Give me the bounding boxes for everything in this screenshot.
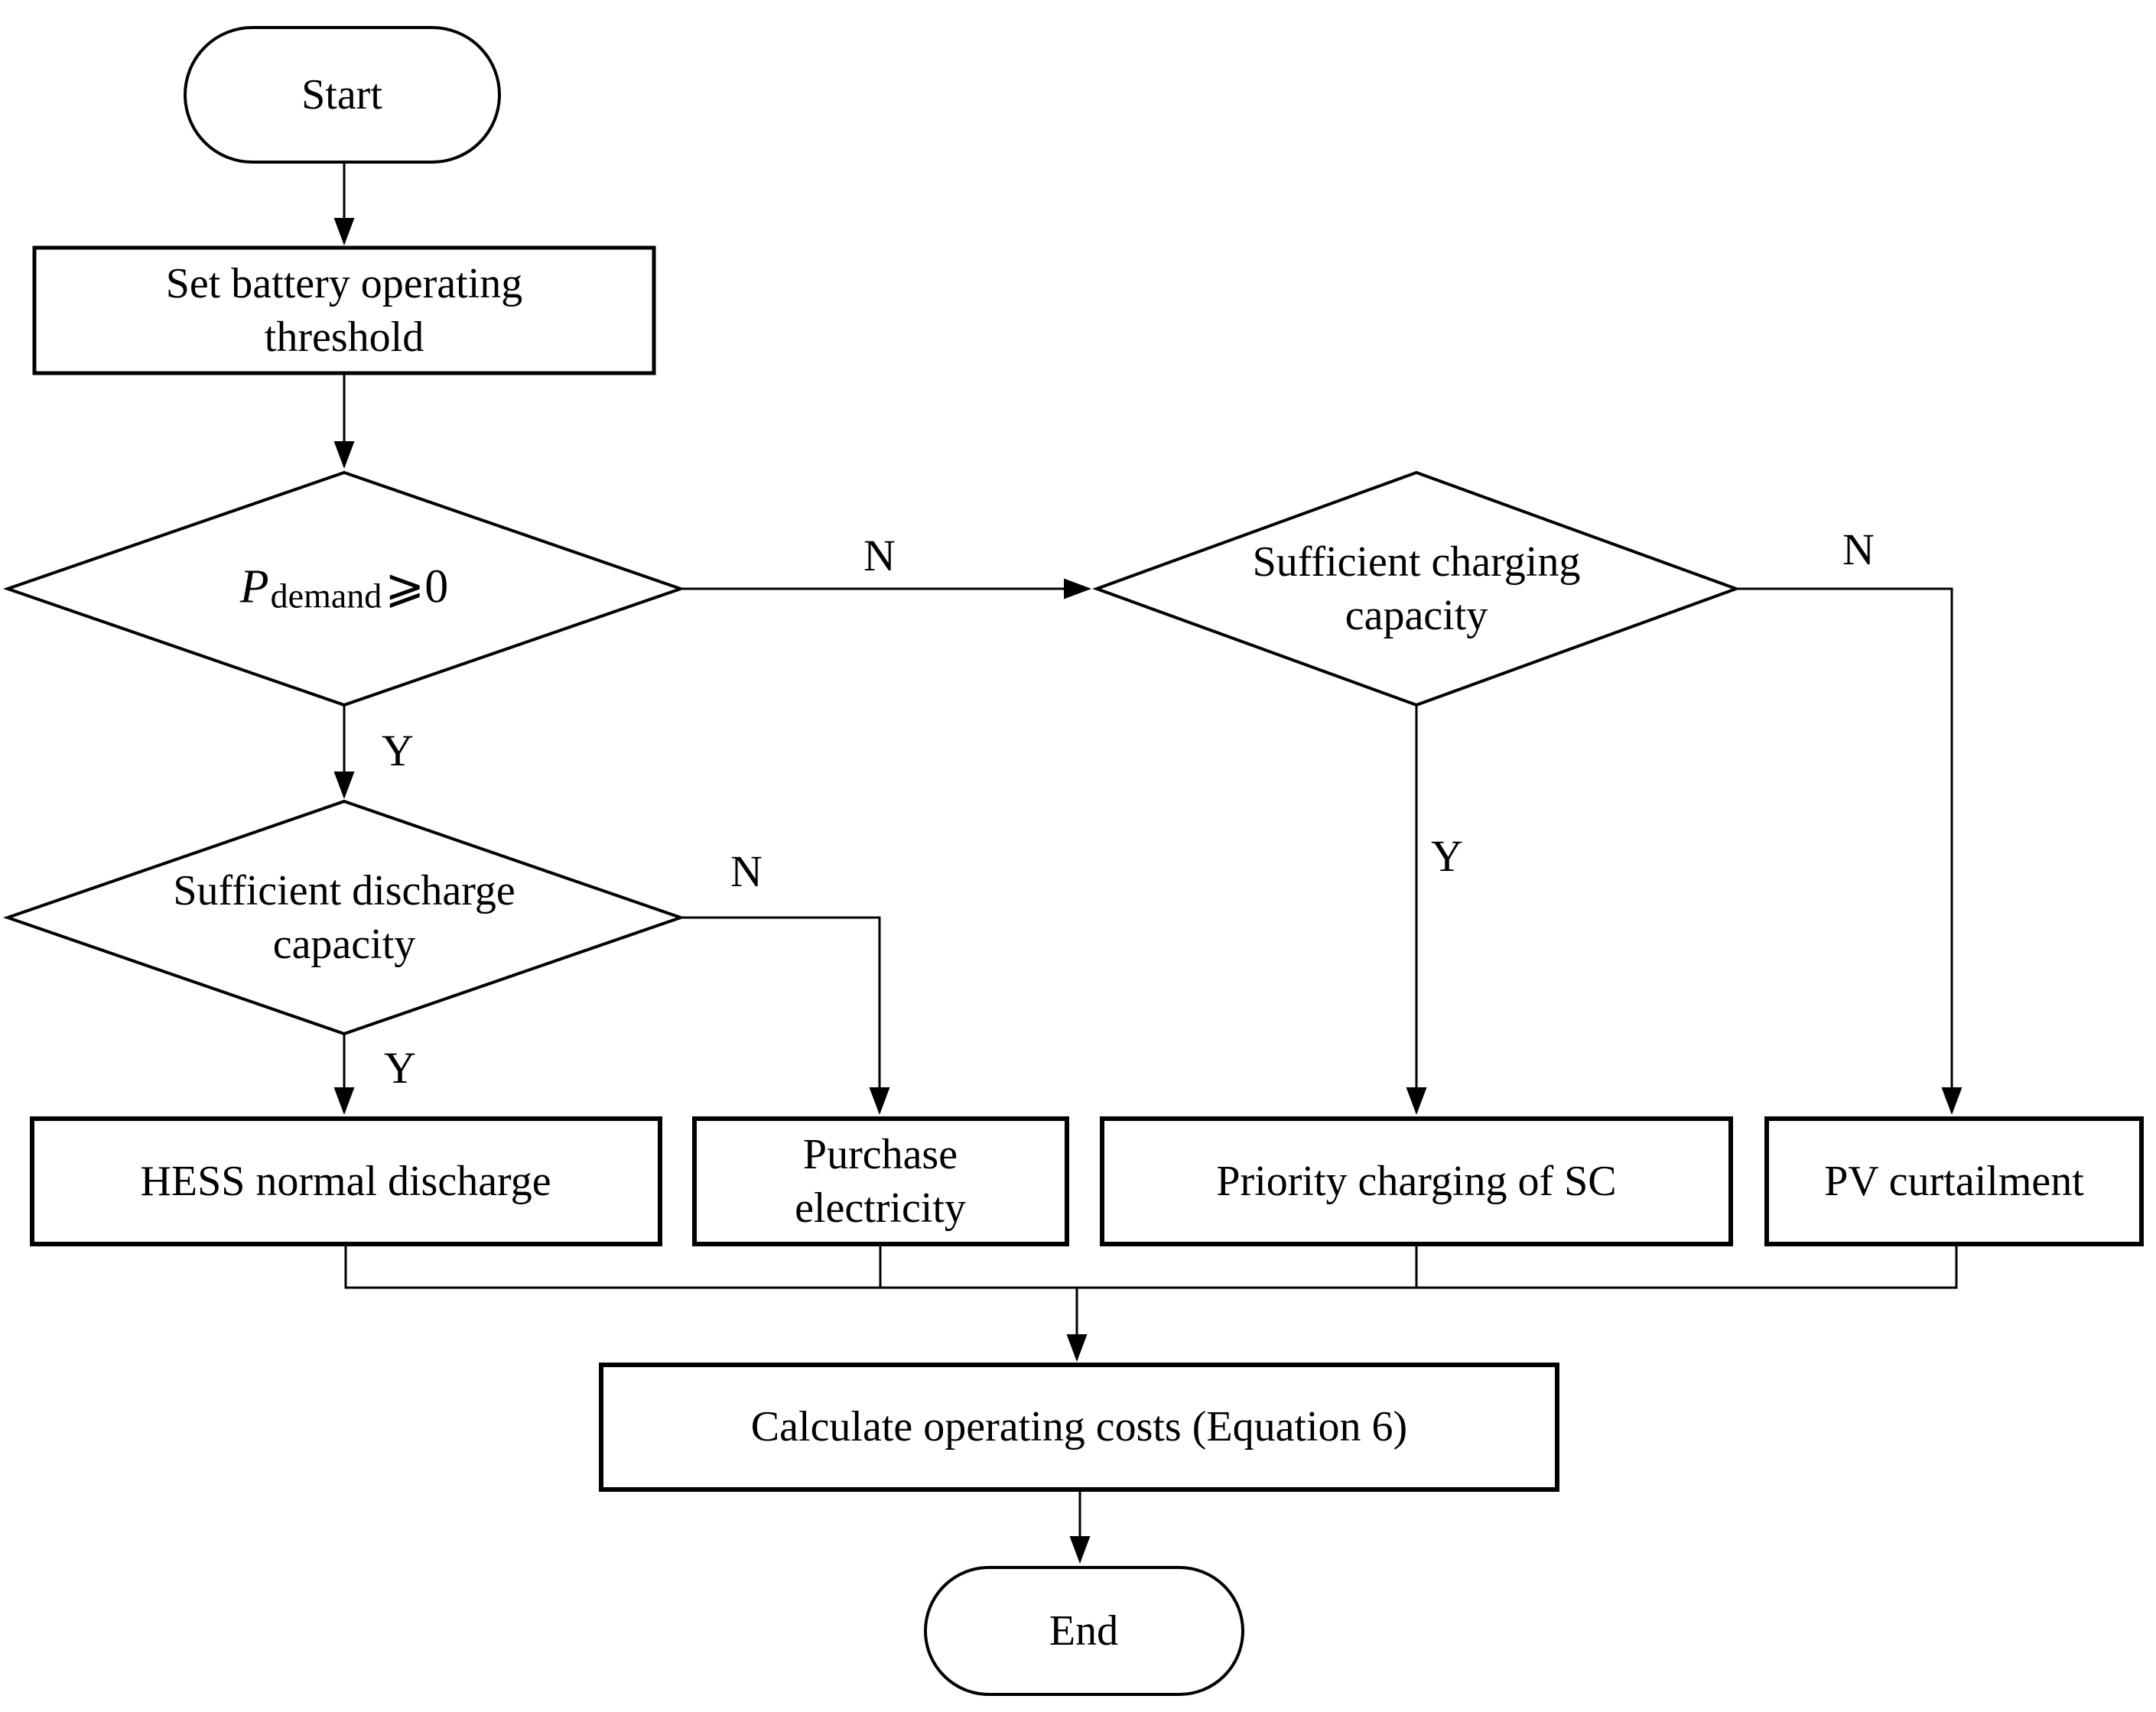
node-purchase-label: Purchase electricity — [795, 1128, 966, 1235]
decision-discharge-shape — [2, 799, 686, 1036]
edge-discharge-no — [681, 916, 890, 1115]
terminator-end-shape — [924, 1566, 1244, 1696]
edge-label-discharge-no: N — [730, 846, 763, 896]
demand-subscript: demand — [270, 576, 382, 616]
process-hess-shape — [30, 1116, 662, 1246]
node-hess-label: HESS normal discharge — [140, 1158, 551, 1205]
decision-charging-shape — [1092, 470, 1741, 707]
node-calculate-label: Calculate operating costs (Equation 6) — [750, 1403, 1408, 1450]
node-priority-label: Priority charging of SC — [1216, 1158, 1617, 1205]
decision-discharge-label: Sufficient discharge capacity — [173, 864, 515, 971]
node-purchase-line-1: Purchase — [802, 1131, 958, 1178]
process-purchase-shape — [692, 1116, 1069, 1246]
edge-label-discharge-yes: Y — [384, 1043, 416, 1093]
decision-charging-line-1: Sufficient charging — [1252, 538, 1581, 586]
node-pv-label: PV curtailment — [1824, 1158, 2084, 1205]
demand-value: 0 — [424, 560, 449, 613]
edge-label-demand-no: N — [863, 531, 896, 580]
decision-demand-shape — [2, 470, 686, 707]
edge-label-demand-yes: Y — [382, 726, 414, 775]
decision-charging-line-2: capacity — [1345, 592, 1488, 639]
process-pv-shape — [1764, 1116, 2144, 1246]
decision-discharge-line-2: capacity — [272, 921, 416, 968]
demand-operator: ⩾ — [385, 560, 425, 613]
process-calculate-shape — [599, 1363, 1559, 1492]
node-purchase-line-2: electricity — [795, 1184, 966, 1232]
edge-label-charging-yes: Y — [1431, 831, 1463, 881]
node-end-label: End — [1049, 1607, 1119, 1655]
decision-discharge-line-1: Sufficient discharge — [173, 867, 515, 914]
process-set-threshold-shape — [32, 245, 656, 375]
node-set-threshold-line-2: threshold — [264, 313, 424, 361]
edge-charging-no — [1736, 587, 1963, 1115]
node-set-threshold-line-1: Set battery operating — [165, 260, 523, 307]
process-priority-shape — [1100, 1116, 1733, 1246]
edge-label-charging-no: N — [1842, 525, 1875, 574]
edge-merge-bus — [344, 1245, 1958, 1289]
demand-variable: P — [239, 560, 269, 613]
node-start-label: Start — [301, 71, 382, 119]
decision-charging-label: Sufficient charging capacity — [1253, 535, 1581, 642]
terminator-start-shape — [184, 26, 501, 164]
node-set-threshold-label: Set battery operating threshold — [166, 257, 523, 364]
